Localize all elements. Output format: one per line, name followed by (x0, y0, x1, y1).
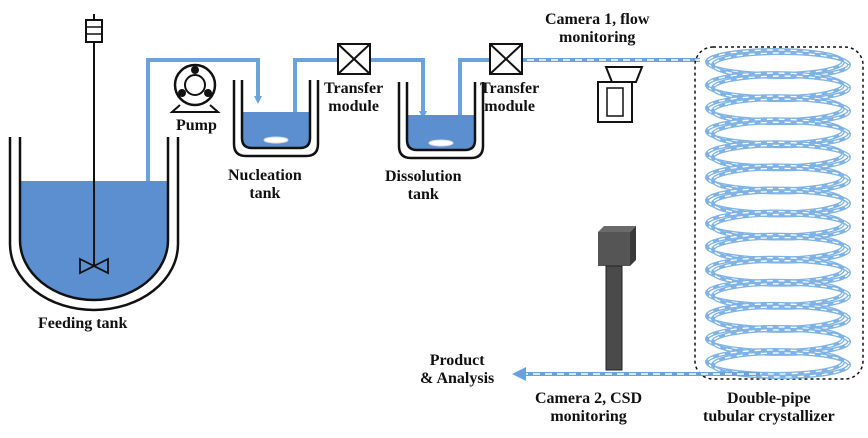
nucleation-tank-inner-wall (240, 80, 312, 150)
product-pipe (512, 367, 760, 381)
crystallizer-coils (705, 48, 851, 379)
label-product-analysis: Product & Analysis (420, 352, 495, 387)
label-camera-2: Camera 2, CSD monitoring (535, 390, 643, 425)
coil-turn-highlight (712, 167, 850, 194)
coil-turn-highlight (712, 352, 850, 378)
coil-turn-highlight (712, 144, 850, 170)
coil-turn-highlight (712, 75, 850, 101)
coil-turn-highlight (712, 306, 850, 332)
label-transfer-module-1: Transfer module (324, 80, 384, 115)
label-pump: Pump (176, 117, 217, 134)
coil-turn-highlight (712, 283, 850, 309)
nucleation-tank (232, 80, 320, 158)
label-camera-1: Camera 1, flow monitoring (545, 11, 650, 46)
motor-icon (85, 14, 103, 43)
pump-icon (169, 63, 221, 113)
coil-turn-highlight (712, 52, 850, 78)
coil-turn-highlight (712, 190, 850, 217)
label-transfer-module-2: Transfer module (480, 80, 540, 115)
coil-turn-highlight (712, 213, 850, 240)
feed-pipe (146, 58, 262, 181)
dissolution-tank (397, 82, 485, 160)
coil-turn-highlight (712, 236, 850, 263)
coil-turn-highlight (712, 329, 850, 355)
feeding-tank-jacket (8, 137, 180, 312)
coil-turn-highlight (712, 121, 850, 147)
dissolution-tank-liquid (407, 115, 475, 150)
camera-icon (597, 66, 644, 123)
feeding-tank-inner-wall (18, 137, 170, 302)
nucleation-tank-jacket (232, 80, 320, 158)
dissolution-tank-stir-bar (428, 139, 454, 147)
nucleation-tank-liquid (242, 112, 310, 148)
label-nucleation-tank: Nucleation tank (228, 167, 302, 202)
valve-icon (489, 43, 523, 75)
feeding-tank (8, 14, 180, 312)
label-feeding-tank: Feeding tank (38, 315, 128, 332)
arrow-icon (512, 367, 526, 381)
coil-turn-highlight (712, 98, 850, 124)
dissolution-tank-jacket (397, 82, 485, 160)
nucleation-tank-stir-bar (263, 136, 289, 144)
label-crystallizer: Double-pipe tubular crystallizer (703, 390, 835, 425)
stirrer-icon (79, 257, 109, 275)
valve-icon (337, 43, 371, 75)
crystallizer-boundary (694, 46, 864, 380)
coil-turn-highlight (712, 260, 850, 286)
tubular-crystallizer (694, 46, 864, 380)
label-dissolution-tank: Dissolution tank (385, 168, 462, 203)
dissolution-tank-inner-wall (405, 82, 477, 152)
camera-icon (598, 226, 636, 371)
